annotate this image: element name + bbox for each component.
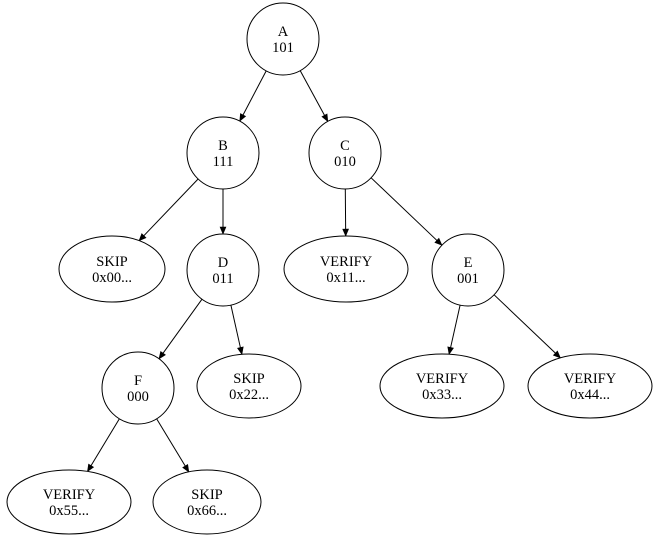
node-shape-ellipse [527, 353, 653, 419]
node-shape-circle [186, 116, 260, 190]
node-skip00: SKIP0x00... [58, 235, 166, 303]
node-label-value: 011 [212, 271, 233, 287]
node-label-value: 001 [457, 271, 479, 287]
node-label-value: 0x66... [187, 503, 227, 519]
edge-F-verify55 [87, 418, 120, 473]
node-label-value: 0x11... [326, 270, 365, 286]
node-label-name: C [340, 138, 350, 154]
node-shape-circle [186, 233, 260, 307]
node-label-name: A [278, 24, 289, 40]
edge-A-B [239, 70, 267, 122]
node-label-name: B [218, 138, 228, 154]
node-skip22: SKIP0x22... [196, 353, 302, 419]
node-label-value: 111 [213, 154, 234, 170]
nodes-layer: A101B111C010SKIP0x00...D011VERIFY0x11...… [6, 2, 653, 535]
node-label-value: 010 [334, 154, 356, 170]
edge-D-skip22 [230, 304, 244, 356]
node-label-name: VERIFY [564, 371, 617, 387]
edge-C-E [370, 177, 443, 246]
node-shape-circle [431, 233, 505, 307]
edge-E-verify33 [447, 304, 461, 355]
node-label-name: VERIFY [416, 371, 469, 387]
node-verify11: VERIFY0x11... [283, 235, 409, 303]
node-label-name: F [134, 373, 142, 389]
node-shape-ellipse [6, 469, 132, 535]
node-label-value: 0x33... [422, 387, 462, 403]
node-label-value: 0x22... [229, 387, 269, 403]
node-shape-ellipse [379, 353, 505, 419]
node-label-name: VERIFY [320, 254, 373, 270]
node-label-value: 0x00... [92, 270, 132, 286]
node-shape-ellipse [283, 235, 409, 303]
node-shape-ellipse [196, 353, 302, 419]
edge-E-verify44 [493, 294, 561, 359]
node-shape-circle [101, 351, 175, 425]
node-label-name: SKIP [191, 487, 222, 503]
node-label-value: 0x55... [49, 503, 89, 519]
edge-B-skip00 [138, 178, 199, 242]
node-label-name: SKIP [233, 371, 264, 387]
node-shape-circle [246, 2, 320, 76]
node-label-name: VERIFY [43, 487, 96, 503]
node-skip66: SKIP0x66... [152, 469, 262, 535]
node-label-value: 0x44... [570, 387, 610, 403]
edge-F-skip66 [156, 418, 190, 473]
node-verify44: VERIFY0x44... [527, 353, 653, 419]
node-label-name: E [464, 255, 473, 271]
node-label-name: D [218, 255, 228, 271]
node-label-value: 000 [127, 389, 149, 405]
node-verify55: VERIFY0x55... [6, 469, 132, 535]
node-shape-ellipse [152, 469, 262, 535]
edges-layer [87, 70, 561, 473]
node-verify33: VERIFY0x33... [379, 353, 505, 419]
node-label-name: SKIP [96, 254, 127, 270]
edge-A-C [299, 70, 329, 123]
node-shape-ellipse [58, 235, 166, 303]
node-label-value: 101 [272, 40, 294, 56]
node-shape-circle [308, 116, 382, 190]
edge-D-F [158, 298, 203, 360]
